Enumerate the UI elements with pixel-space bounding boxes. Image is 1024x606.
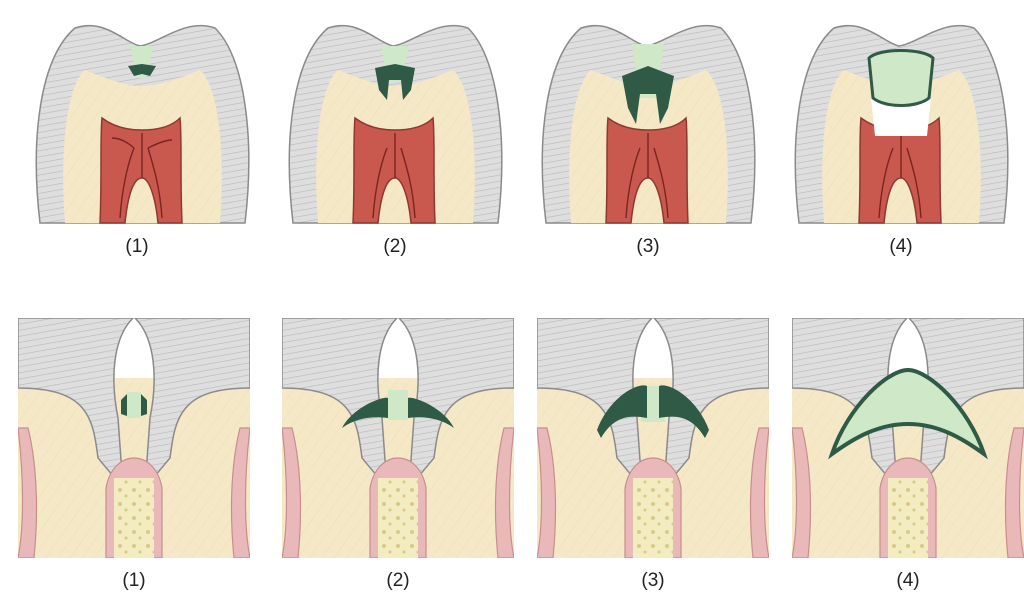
bottom-label-1: (1) [122,570,146,591]
caries-dentin [121,394,147,416]
caries-enamel [127,392,141,418]
top-panel-4 [789,18,1014,228]
right-root [230,427,250,558]
pulp-chamber [99,116,183,224]
pulp-chamber [858,116,942,224]
pulp-vessels [111,133,173,219]
bottom-panel-3 [537,318,769,558]
left-root [792,427,812,558]
caries-lesion [828,367,988,460]
bottom-panel-4 [792,318,1024,558]
top-panel-1 [30,18,255,228]
pulp-chamber [605,116,689,224]
bone [378,478,418,558]
left-root [18,427,38,558]
top-label-2: (2) [383,236,407,257]
caries-dentin [342,397,454,428]
pulp-vessels [625,133,669,219]
pulp-vessels [372,133,416,219]
caries-enamel [388,390,408,420]
caries-dentin [622,66,674,124]
left-root [537,427,557,558]
bottom-panel-1 [18,318,250,558]
bottom-panel-2 [282,318,514,558]
cavity-void [871,98,931,136]
bottom-label-2: (2) [386,570,410,591]
right-root [1004,427,1024,558]
caries-lesion [867,49,935,107]
left-root [282,427,302,558]
top-panel-2 [283,18,508,228]
pulp-chamber [352,116,436,224]
top-label-1: (1) [125,236,149,257]
top-label-3: (3) [636,236,660,257]
top-label-4: (4) [889,236,913,257]
right-root [749,427,769,558]
bone [888,478,928,558]
bottom-label-4: (4) [896,570,920,591]
bottom-label-3: (3) [641,570,665,591]
caries-dentin [597,385,709,438]
right-root [494,427,514,558]
caries-dentin [128,64,156,76]
bone [114,478,154,558]
bone [633,478,673,558]
caries-dentin [375,64,415,100]
top-panel-3 [536,18,761,228]
